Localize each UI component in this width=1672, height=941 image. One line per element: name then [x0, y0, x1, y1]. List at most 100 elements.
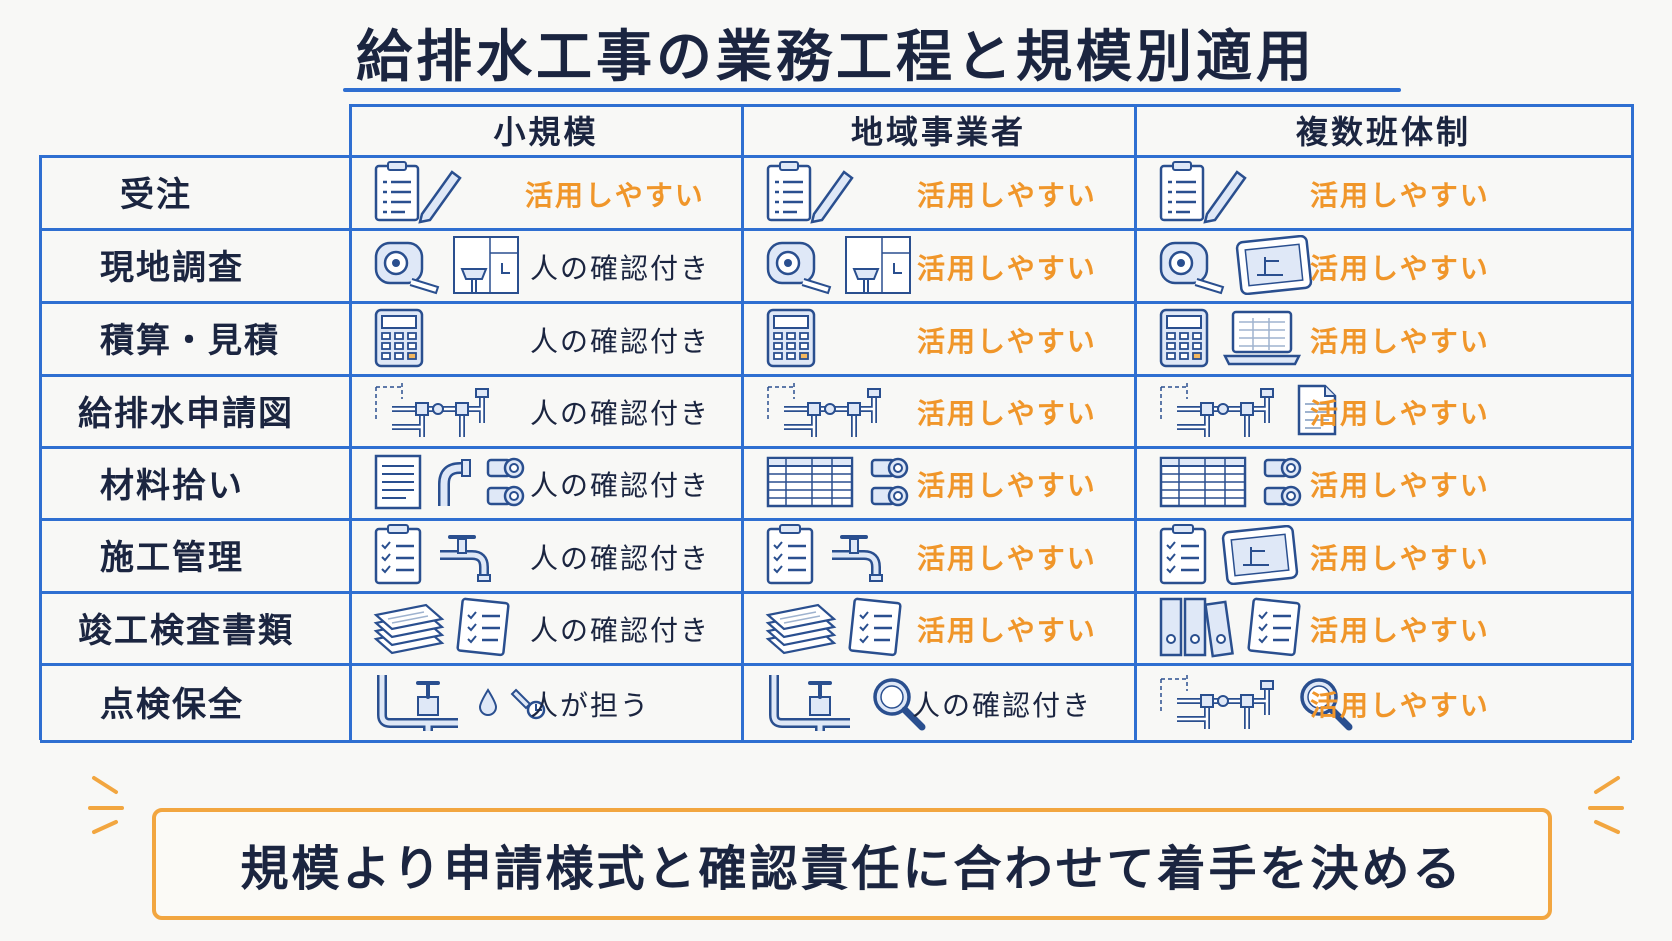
grid-hline	[40, 155, 1632, 158]
tape-measure-icon	[372, 235, 442, 295]
grid-vline	[741, 104, 744, 740]
wrench-icon	[508, 682, 548, 722]
pipe-valve-icon	[372, 671, 468, 733]
checklist-icon	[454, 597, 514, 657]
table-cell: 活用しやすい	[1135, 301, 1632, 374]
right-spark-icon	[1588, 776, 1624, 834]
grid-hline	[40, 740, 1632, 743]
checklist-icon	[846, 597, 906, 657]
status-easy: 活用しやすい	[1310, 469, 1490, 502]
status-human-check: 人の確認付き	[912, 688, 1093, 722]
cell-icons	[1157, 518, 1299, 591]
status-easy: 活用しやすい	[917, 178, 1097, 212]
cell-icons	[372, 301, 428, 374]
clipboard-pencil-icon	[372, 160, 464, 224]
piping-diagram-icon	[372, 379, 502, 441]
grid-hline	[40, 301, 1632, 304]
tape-measure-icon	[1157, 235, 1227, 295]
status-easy: 活用しやすい	[1310, 397, 1490, 430]
cell-icons	[1157, 155, 1249, 228]
grid-vline	[349, 104, 352, 740]
table-cell: 活用しやすい	[1135, 228, 1632, 301]
table-cell: 活用しやすい	[742, 446, 1135, 518]
table-cell: 活用しやすい	[1135, 663, 1632, 740]
paper-stack-icon	[372, 597, 446, 657]
faucet-icon	[436, 525, 498, 585]
cell-icons	[764, 374, 894, 446]
grid-hline	[40, 591, 1632, 594]
tablet-drawing-icon	[1221, 524, 1299, 585]
sink-sketch-icon	[842, 233, 914, 297]
checklist-clipboard-icon	[372, 523, 428, 587]
spreadsheet-icon	[764, 454, 856, 510]
table-cell: 活用しやすい	[742, 518, 1135, 591]
table-cell: 活用しやすい	[1135, 591, 1632, 663]
grid-hline	[40, 374, 1632, 377]
cell-icons	[372, 155, 464, 228]
status-easy: 活用しやすい	[525, 178, 705, 212]
cell-icons	[1157, 301, 1303, 374]
status-easy: 活用しやすい	[917, 614, 1097, 647]
list-sheet-icon	[372, 452, 424, 512]
pipe-fittings-icon	[864, 454, 912, 510]
piping-diagram-icon	[1157, 379, 1287, 441]
cell-icons	[764, 155, 856, 228]
status-easy: 活用しやすい	[917, 397, 1097, 430]
cell-icons	[1157, 663, 1353, 740]
table-cell: 活用しやすい	[1135, 446, 1632, 518]
table-cell: 人の確認付き	[350, 228, 742, 301]
status-easy: 活用しやすい	[1310, 614, 1490, 647]
grid-hline	[40, 446, 1632, 449]
checklist-clipboard-icon	[764, 523, 820, 587]
row-label: 積算・見積	[100, 321, 280, 361]
status-easy: 活用しやすい	[917, 251, 1097, 285]
tape-measure-icon	[764, 235, 834, 295]
cell-icons	[764, 228, 914, 301]
page-title: 給排水工事の業務工程と規模別適用	[356, 25, 1316, 90]
pipe-valve-icon	[764, 671, 860, 733]
table-cell: 人の確認付き	[350, 301, 742, 374]
status-easy: 活用しやすい	[917, 324, 1097, 358]
piping-diagram-icon	[1157, 671, 1287, 733]
laptop-spreadsheet-icon	[1221, 308, 1303, 368]
title-underline	[343, 88, 1401, 92]
checklist-clipboard-icon	[1157, 523, 1213, 587]
pipe-elbow-icon	[432, 454, 472, 510]
cell-icons	[372, 374, 502, 446]
grid-hline	[40, 663, 1632, 666]
cell-icons	[764, 663, 926, 740]
status-human-check: 人の確認付き	[530, 397, 711, 430]
table-cell: 人が担う	[350, 663, 742, 740]
clipboard-pencil-icon	[764, 160, 856, 224]
column-header: 小規模	[493, 112, 599, 151]
row-label: 受注	[120, 175, 192, 215]
grid-vline	[1134, 104, 1137, 740]
table-cell: 活用しやすい	[1135, 518, 1632, 591]
spreadsheet-icon	[1157, 454, 1249, 510]
footer-callout: 規模より申請様式と確認責任に合わせて着手を決める	[152, 808, 1552, 920]
row-label: 現地調査	[100, 248, 244, 288]
table-cell: 活用しやすい	[1135, 155, 1632, 228]
row-label: 給排水申請図	[78, 393, 294, 434]
calculator-icon	[372, 307, 428, 369]
cell-icons	[1157, 446, 1305, 518]
cell-icons	[372, 518, 498, 591]
calculator-icon	[1157, 307, 1213, 369]
table-cell: 人の確認付き	[350, 446, 742, 518]
checklist-icon	[1245, 597, 1305, 657]
table-cell: 活用しやすい	[742, 374, 1135, 446]
column-header: 複数班体制	[1295, 112, 1471, 151]
grid-hline	[40, 518, 1632, 521]
table-cell: 人の確認付き	[350, 374, 742, 446]
document-icon	[1295, 382, 1339, 438]
cell-icons	[372, 591, 514, 663]
water-drop-icon	[476, 687, 500, 717]
status-human-check: 人の確認付き	[530, 614, 711, 647]
status-easy: 活用しやすい	[1310, 324, 1490, 358]
status-easy: 活用しやすい	[917, 541, 1097, 575]
cell-icons	[372, 228, 522, 301]
cell-icons	[764, 591, 906, 663]
faucet-icon	[828, 525, 890, 585]
cell-icons	[764, 301, 820, 374]
column-header: 地域事業者	[850, 112, 1026, 151]
